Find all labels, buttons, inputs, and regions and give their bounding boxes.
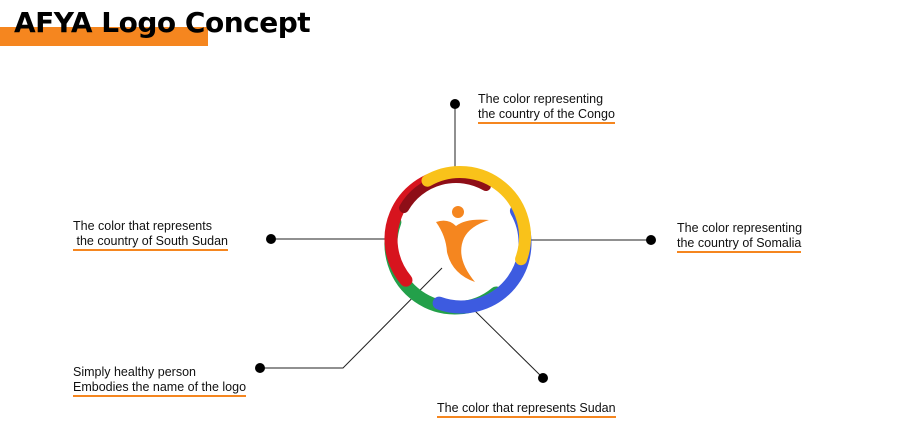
page-title: AFYA Logo Concept	[14, 6, 311, 39]
label-sudan-line1: The color that represents Sudan	[437, 401, 616, 418]
label-south-sudan: The color that represents the country of…	[73, 219, 228, 251]
person-icon	[436, 206, 489, 282]
logo-ring	[384, 166, 532, 315]
marker-dot-sudan	[538, 373, 548, 383]
label-somalia-line2: the country of Somalia	[677, 236, 802, 253]
label-south-sudan-line2: the country of South Sudan	[73, 234, 228, 251]
label-congo-line1: The color representing	[478, 92, 604, 106]
connector-sudan	[471, 307, 544, 379]
label-congo-line2: the country of the Congo	[478, 107, 615, 124]
label-somalia-line1: The color representing	[677, 221, 803, 235]
label-person-line2: Embodies the name of the logo	[73, 380, 247, 397]
label-south-sudan-line1: The color that represents	[73, 219, 212, 233]
label-person-line1: Simply healthy person	[73, 365, 196, 379]
marker-dot-person	[255, 363, 265, 373]
ring-segment-yellow	[421, 166, 531, 266]
connector-person	[260, 267, 443, 369]
marker-dot-south-sudan	[266, 234, 276, 244]
label-somalia: The color representing the country of So…	[677, 221, 802, 253]
label-congo: The color representing the country of th…	[478, 92, 615, 124]
title-highlight-bar	[0, 27, 208, 46]
label-person: Simply healthy person Embodies the name …	[73, 365, 247, 397]
label-sudan: The color that represents Sudan	[437, 401, 616, 418]
marker-dot-congo	[450, 99, 460, 109]
marker-dot-somalia	[646, 235, 656, 245]
